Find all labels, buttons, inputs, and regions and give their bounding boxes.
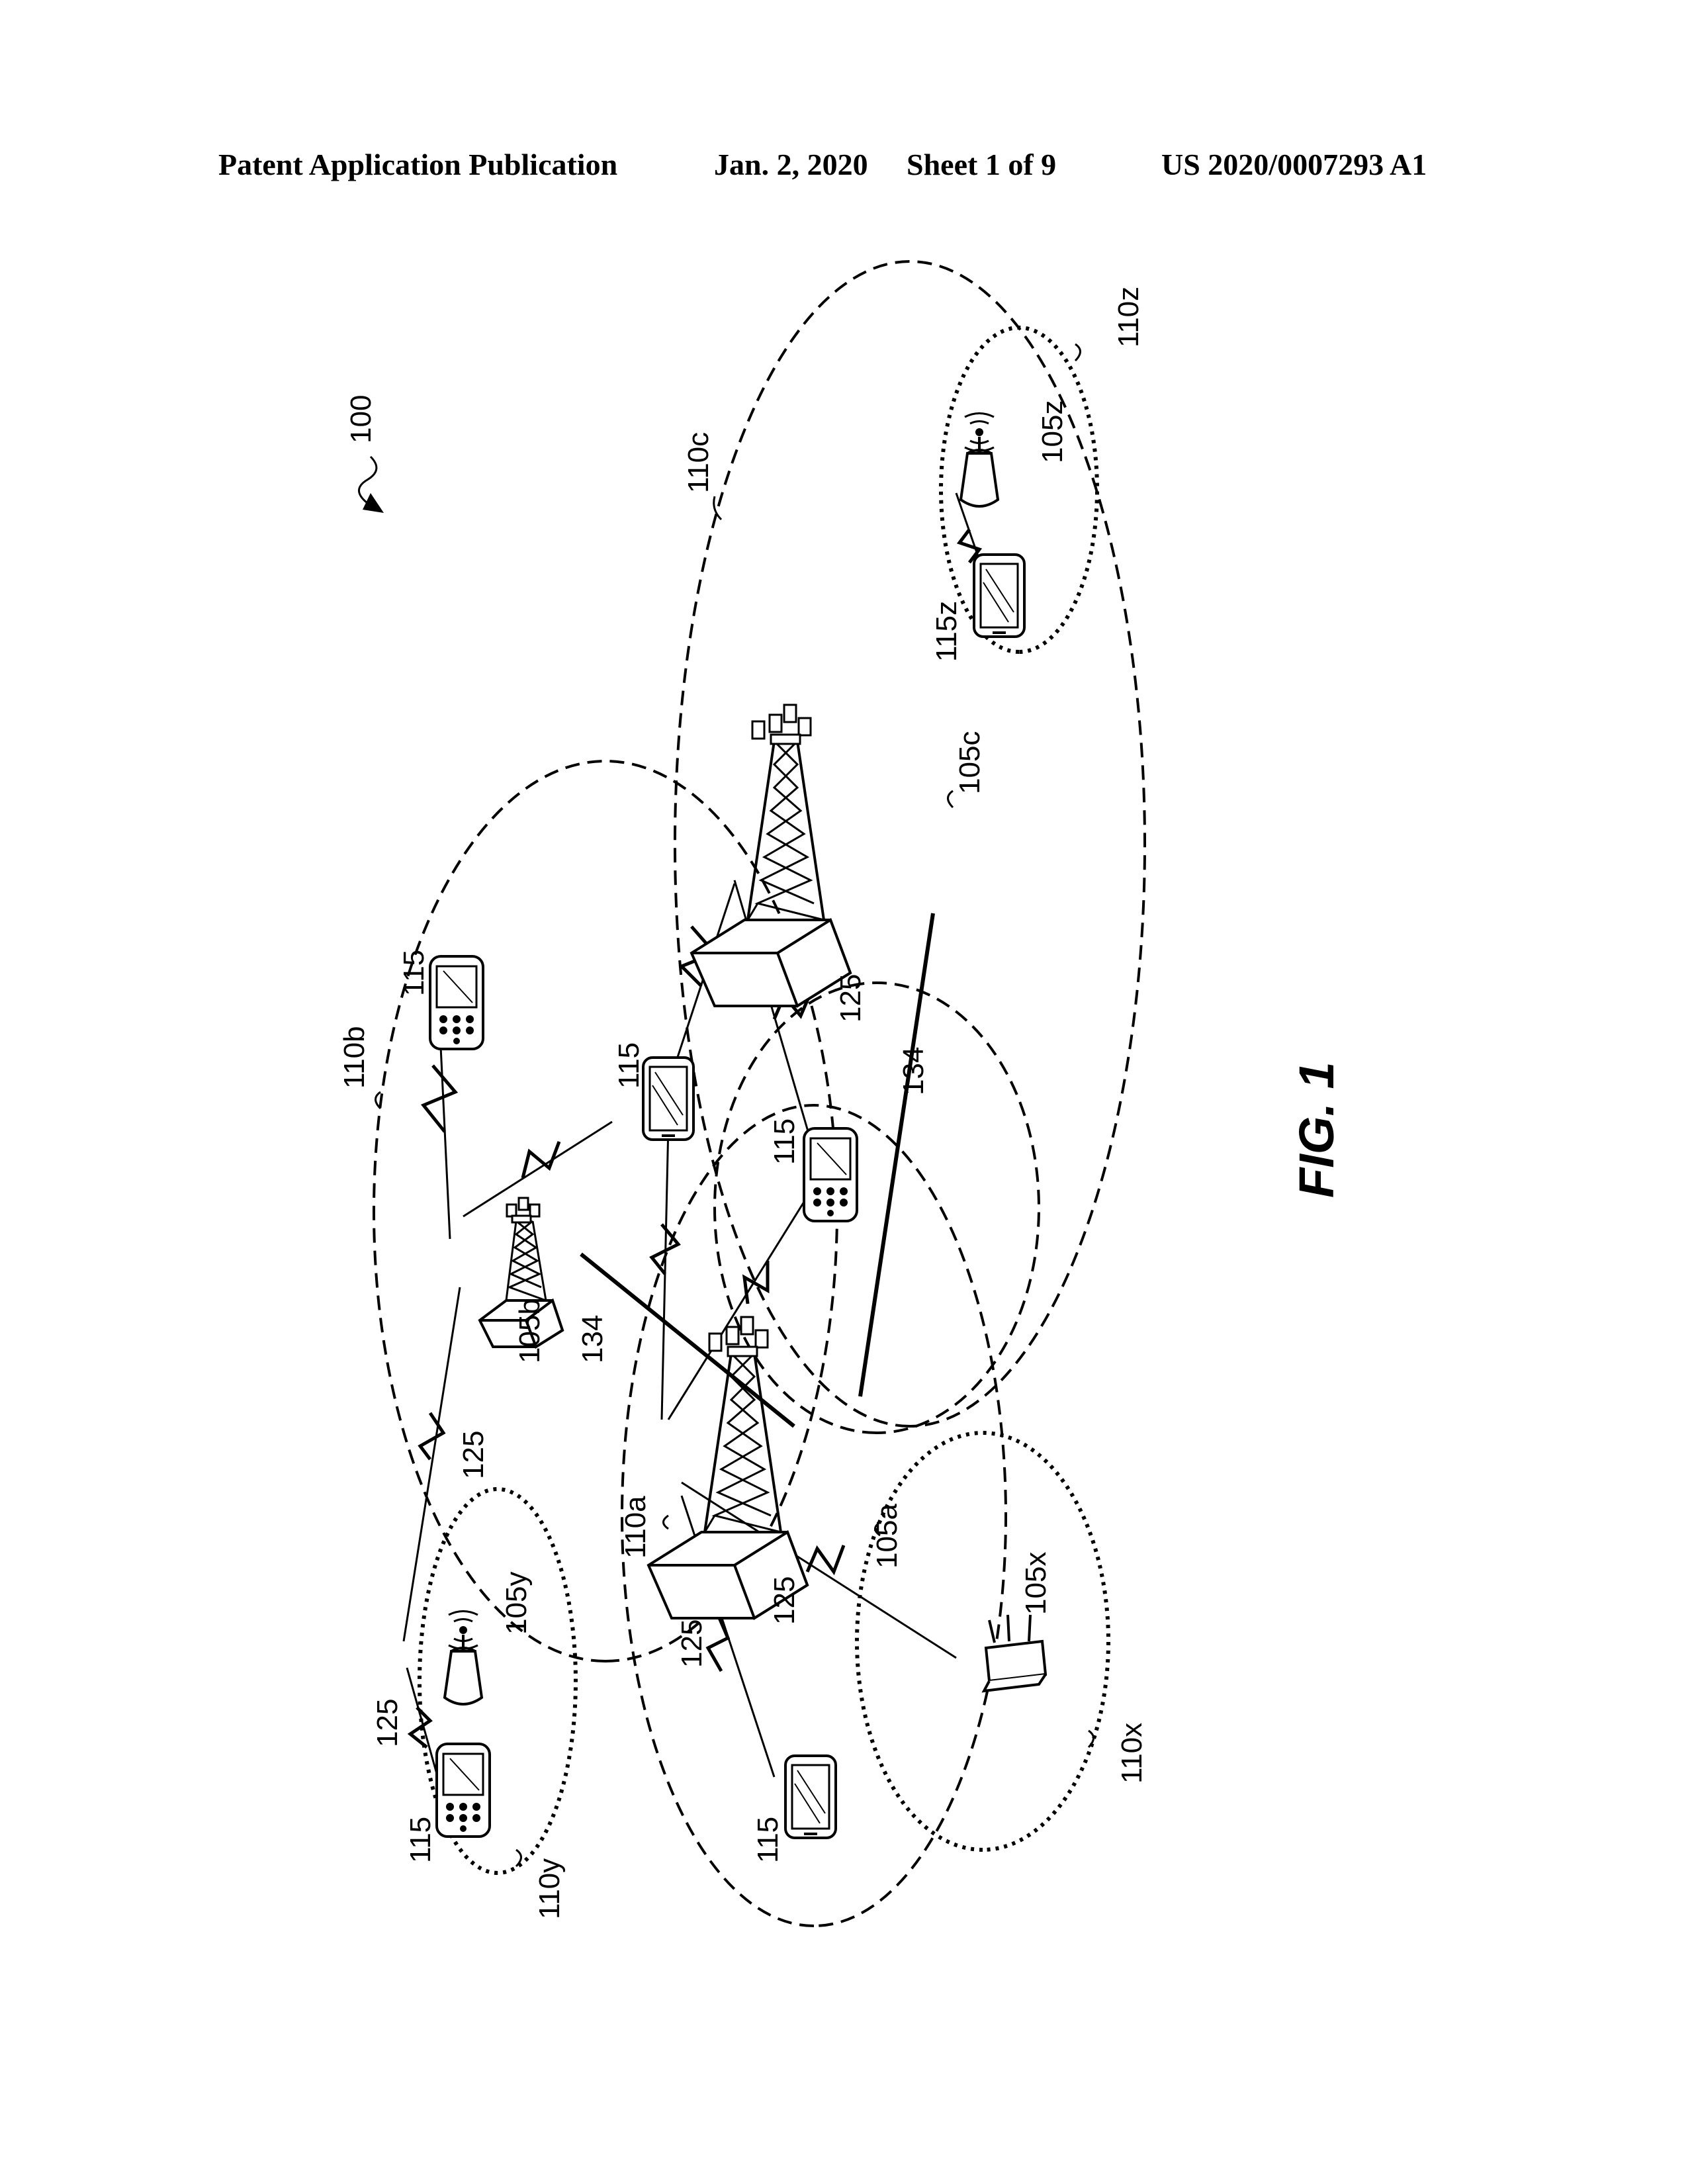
sheet-number: Sheet 1 of 9	[907, 148, 1057, 181]
label-125-105y-ue: 125	[371, 1699, 404, 1747]
label-110a: 110a	[619, 1496, 652, 1559]
backhaul-105c-105a	[858, 913, 935, 1397]
base-station-105z	[959, 412, 999, 508]
coverage-area-110y	[418, 1487, 578, 1875]
label-105a: 105a	[871, 1504, 903, 1569]
backhaul-105b-105a	[580, 1252, 795, 1428]
coverage-area-110c	[674, 260, 1146, 1428]
ue-center-touch	[642, 1056, 695, 1141]
label-110c: 110c	[682, 432, 715, 493]
label-105x: 105x	[1020, 1552, 1052, 1615]
system-ref-arrow	[358, 455, 381, 511]
label-ue-top: 115	[398, 950, 430, 996]
label-105z: 105z	[1036, 400, 1069, 463]
label-105b: 105b	[513, 1298, 546, 1363]
label-134-105b: 134	[576, 1315, 609, 1363]
label-ue-bottom-left: 115	[404, 1817, 437, 1863]
label-110y: 110y	[533, 1858, 566, 1919]
label-125-105c: 125	[834, 974, 867, 1023]
publication-date: Jan. 2, 2020	[714, 148, 868, 181]
base-station-105a	[647, 1316, 809, 1619]
coverage-area-110b	[373, 760, 838, 1662]
coverage-area-110x	[855, 1431, 1110, 1852]
leader-lines	[375, 343, 1094, 1868]
coverage-area-134-region	[713, 981, 1040, 1434]
base-station-105x	[983, 1614, 1047, 1692]
label-105y: 105y	[500, 1572, 533, 1635]
base-station-105c	[690, 704, 852, 1007]
label-110b: 110b	[338, 1026, 371, 1089]
link-105b-ue-center	[463, 1120, 613, 1218]
ue-115z	[973, 553, 1026, 638]
label-ue-center: 115	[613, 1042, 645, 1089]
coverage-area-110a	[621, 1104, 1007, 1927]
label-ue-bottom: 115	[752, 1817, 784, 1863]
label-100: 100	[345, 395, 377, 443]
figure-caption: FIG. 1	[1289, 1062, 1344, 1198]
label-105c: 105c	[954, 731, 986, 794]
publication-number: US 2020/0007293 A1	[1161, 148, 1427, 181]
ue-bottom-left-keypad	[435, 1743, 491, 1838]
coverage-area-110z	[939, 326, 1099, 654]
wireless-links	[402, 492, 987, 1778]
link-105y-ue	[406, 1667, 438, 1774]
ue-bottom-touch	[784, 1754, 837, 1839]
label-110z: 110z	[1112, 287, 1145, 347]
label-125-105a-105x: 125	[768, 1576, 801, 1625]
label-110x: 110x	[1116, 1723, 1148, 1784]
label-125-105a-ue: 125	[676, 1619, 708, 1668]
backhaul-links	[580, 913, 935, 1428]
label-125-105b-105y: 125	[457, 1431, 490, 1479]
base-station-105y	[443, 1610, 483, 1706]
ue-top-keypad	[429, 955, 484, 1050]
label-ue-right: 115	[768, 1118, 801, 1165]
link-105a-ue-right	[667, 1191, 812, 1420]
ue-right-keypad	[803, 1127, 858, 1222]
label-115z: 115z	[930, 601, 963, 662]
labels: 100 110a 110b 110c 110x 110y 110z 105a 1…	[338, 287, 1344, 1919]
link-105a-105x	[681, 1481, 957, 1659]
label-134-105c: 134	[897, 1047, 930, 1095]
link-105b-105y	[402, 1287, 461, 1642]
publication-title: Patent Application Publication	[218, 148, 618, 181]
